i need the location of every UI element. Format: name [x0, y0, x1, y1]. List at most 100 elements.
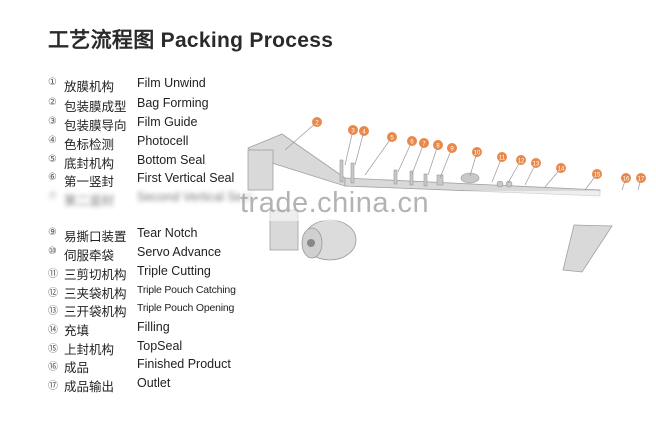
step-name-zh: 伺服牵袋 [64, 249, 115, 263]
step-name-en: Servo Advance [137, 245, 222, 259]
list-item: ⑫ 三夹袋机构 Triple Pouch Catching [48, 283, 248, 301]
callout-number: 15 [594, 173, 601, 179]
step-name-zh: 易撕口装置 [64, 230, 127, 244]
callout-number: 10 [474, 151, 481, 157]
step-name-en: Finished Product [137, 357, 231, 371]
step-name-zh: 包装膜成型 [64, 100, 127, 114]
callout-leader [411, 142, 425, 175]
callout-number: 9 [450, 147, 454, 153]
step-number: ① [48, 77, 57, 88]
callout-marker [312, 117, 322, 127]
step-name-en: Film Guide [137, 115, 198, 129]
step-name-en: Filling [137, 320, 170, 334]
callout-marker [433, 140, 443, 150]
step-name-zh: 第一竖封 [64, 175, 115, 189]
callout-number: 12 [518, 159, 525, 165]
step-number: ⑦ [48, 191, 57, 202]
step-name-en: TopSeal [137, 339, 183, 353]
callout-leader [344, 129, 354, 166]
step-name-en: Triple Pouch Opening [137, 302, 235, 314]
callout-number: 4 [362, 130, 366, 136]
callout-leader [284, 121, 318, 151]
list-item: ⑦ 第二竖封 Second Vertical Seal [48, 190, 252, 208]
step-name-zh: 底封机构 [64, 157, 115, 171]
step-name-zh: 三夹袋机构 [64, 287, 127, 301]
callout-number: 17 [638, 177, 645, 183]
step-number: ⑮ [48, 344, 58, 355]
step-number: ⑪ [48, 269, 58, 280]
list-item: ⑯ 成品 Finished Product [48, 357, 248, 375]
list-item: ⑰ 成品输出 Outlet [48, 376, 248, 394]
callout-number: 2 [315, 121, 319, 127]
step-number: ③ [48, 116, 57, 127]
callout-marker [472, 147, 482, 157]
list-item: ⑨ 易撕口装置 Tear Notch [48, 226, 248, 244]
watermark-band [240, 191, 656, 221]
step-number: ⑥ [48, 172, 57, 183]
list-item: ② 包装膜成型 Bag Forming [48, 96, 248, 114]
step-name-en: First Vertical Seal [137, 171, 235, 185]
step-name-en: Film Unwind [137, 76, 206, 90]
list-item: ⑭ 充填 Filling [48, 320, 248, 338]
callout-leader [364, 136, 393, 176]
step-name-en: Triple Pouch Catching [137, 284, 236, 296]
callout-marker [359, 126, 369, 136]
callout-marker [419, 138, 429, 148]
step-name-en: Bottom Seal [137, 153, 206, 167]
step-number: ⑤ [48, 154, 57, 165]
callout-marker [592, 169, 602, 179]
step-name-en: Outlet [137, 376, 171, 390]
callout-leader [427, 144, 439, 176]
step-number: ② [48, 97, 57, 108]
step-name-zh: 放膜机构 [64, 80, 115, 94]
step-name-zh: 上封机构 [64, 343, 115, 357]
list-item: ① 放膜机构 Film Unwind [48, 76, 248, 94]
callout-marker [556, 163, 566, 173]
step-name-zh: 成品 [64, 361, 90, 375]
callout-marker [407, 136, 417, 146]
step-name-zh: 包装膜导向 [64, 119, 127, 133]
callout-leader [439, 147, 453, 179]
step-number: ⑭ [48, 325, 58, 336]
step-name-zh: 成品输出 [64, 380, 115, 394]
step-number: ⑯ [48, 362, 58, 373]
step-name-en: Second Vertical Seal [137, 190, 253, 204]
step-name-zh: 色标检测 [64, 138, 115, 152]
list-item: ⑤ 底封机构 Bottom Seal [48, 153, 248, 171]
callout-marker [387, 132, 397, 142]
step-number: ⑰ [48, 381, 58, 392]
watermark: trade.china.cn [240, 187, 430, 219]
step-name-en: Bag Forming [137, 96, 209, 110]
list-item: ⑥ 第一竖封 First Vertical Seal [48, 171, 248, 189]
callout-marker [447, 143, 457, 153]
callout-marker [348, 125, 358, 135]
step-number: ⑬ [48, 306, 58, 317]
machine-parts [339, 159, 513, 188]
step-number: ⑫ [48, 288, 58, 299]
callout-number: 16 [623, 177, 630, 183]
callout-number: 3 [351, 129, 355, 135]
step-name-en: Photocell [137, 134, 189, 148]
list-item: ⑬ 三开袋机构 Triple Pouch Opening [48, 301, 248, 319]
step-name-zh: 充填 [64, 324, 90, 338]
callout-leader [397, 140, 413, 173]
callout-number: 14 [558, 167, 565, 173]
callout-marker [636, 173, 646, 183]
callout-marker [531, 158, 541, 168]
step-number: ⑨ [48, 227, 57, 238]
step-name-zh: 三开袋机构 [64, 305, 127, 319]
step-name-en: Tear Notch [137, 226, 198, 240]
page-title: 工艺流程图 Packing Process [48, 29, 334, 52]
callout-number: 5 [390, 136, 394, 142]
callout-leader [354, 130, 365, 166]
callout-number: 6 [410, 140, 414, 146]
list-item: ③ 包装膜导向 Film Guide [48, 115, 248, 133]
callout-marker [497, 152, 507, 162]
step-name-zh: 三剪切机构 [64, 268, 127, 282]
step-name-zh: 第二竖封 [64, 194, 115, 208]
